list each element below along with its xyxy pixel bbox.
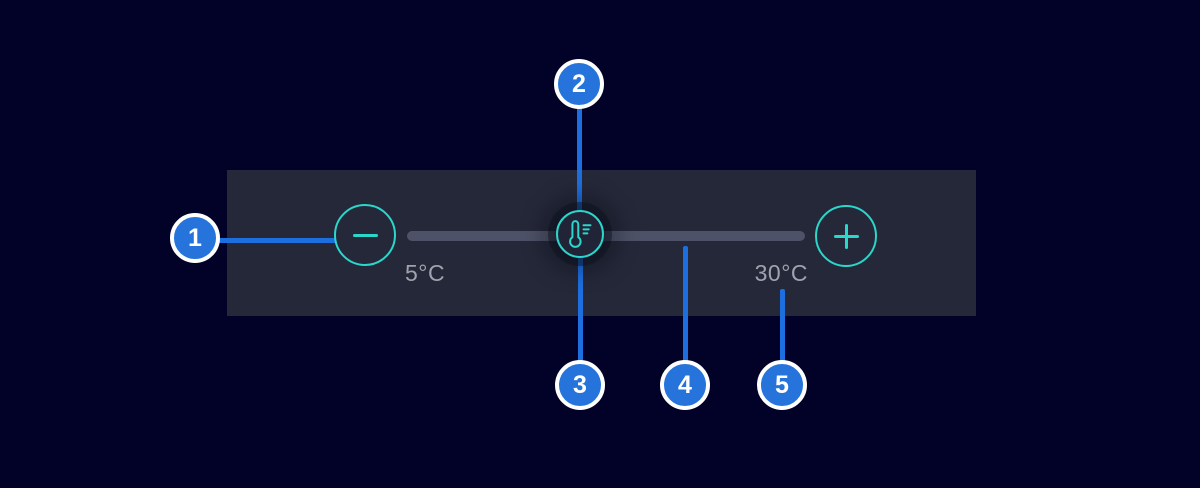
callout-badge-1: 1 [170,213,220,263]
callout-number: 5 [775,370,789,399]
callout-number: 4 [678,370,692,399]
callout-line-3 [578,256,583,370]
decrease-temperature-button[interactable] [334,204,396,266]
callout-line-2 [577,95,582,212]
temperature-slider-track[interactable] [407,231,805,241]
callout-number: 2 [572,69,586,98]
callout-badge-3: 3 [555,360,605,410]
callout-number: 3 [573,370,587,399]
thermometer-icon [569,220,592,248]
callout-badge-5: 5 [757,360,807,410]
temperature-slider-handle[interactable] [556,210,604,258]
callout-badge-2: 2 [554,59,604,109]
callout-line-1 [206,238,336,243]
increase-temperature-button[interactable] [815,205,877,267]
callout-line-4 [683,246,688,370]
plus-icon [833,223,859,249]
callout-number: 1 [188,223,202,252]
callout-badge-4: 4 [660,360,710,410]
max-temperature-label: 30°C [754,260,808,286]
minus-icon [352,233,378,237]
callout-line-5 [780,289,785,370]
min-temperature-label: 5°C [405,260,446,286]
